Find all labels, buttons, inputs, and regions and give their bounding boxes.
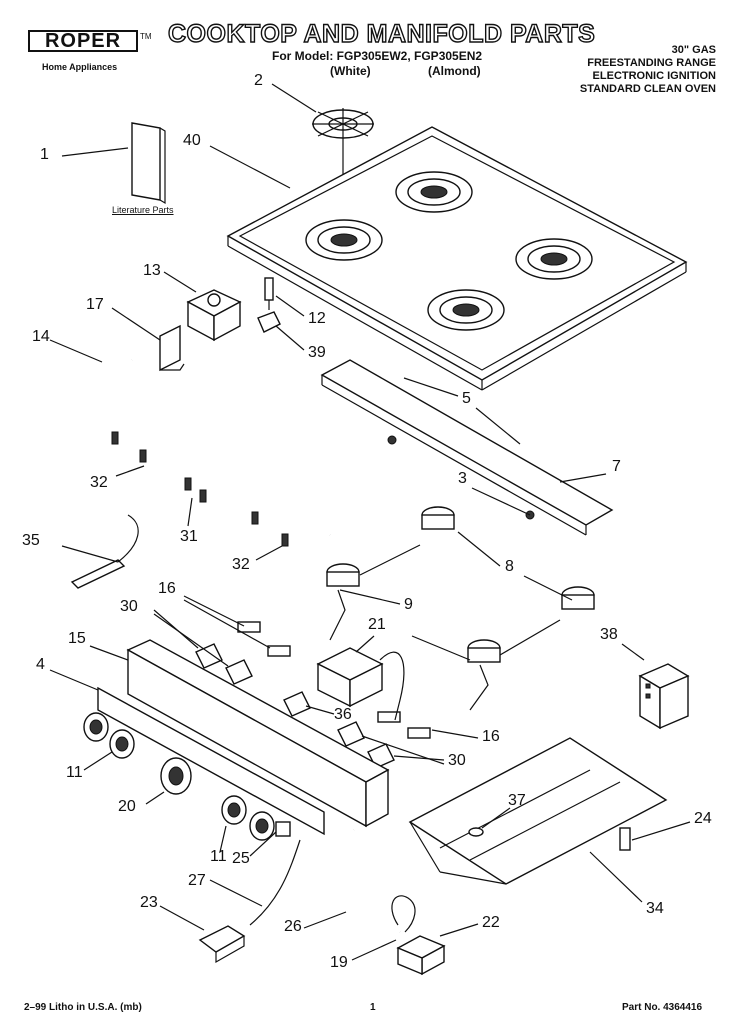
footer-page-number: 1	[370, 1002, 376, 1013]
brand-trademark: TM	[140, 32, 152, 41]
cooktop-part	[226, 126, 688, 391]
footer-part-number: Part No. 4364416	[622, 1002, 703, 1013]
callout-30-right: 30	[448, 752, 466, 769]
brand-name: ROPER	[44, 29, 122, 52]
callout-26: 26	[284, 918, 302, 935]
callout-39: 39	[308, 344, 326, 361]
clip-part	[257, 311, 281, 333]
callout-16-left: 16	[158, 580, 176, 597]
callout-17: 17	[86, 296, 104, 313]
oven-valve-part	[391, 895, 446, 976]
leader-lines	[49, 83, 691, 961]
burner-support-part	[320, 359, 614, 536]
gas-line-part	[345, 829, 401, 934]
spark-module-part	[186, 289, 242, 342]
brand-logo: ROPER	[28, 30, 138, 52]
callout-14: 14	[32, 328, 50, 345]
oven-bottom-part	[408, 737, 668, 885]
callout-20: 20	[118, 798, 136, 815]
callout-36: 36	[334, 706, 352, 723]
thermostat-part	[198, 839, 301, 964]
callout-22: 22	[482, 914, 500, 931]
burner-ring-rear-right	[515, 238, 593, 280]
callout-31: 31	[180, 528, 198, 545]
footer-litho: 2–99 Litho in U.S.A. (mb)	[24, 1002, 142, 1013]
control-panel-part	[97, 639, 390, 836]
spec-line: FREESTANDING RANGE	[587, 57, 716, 69]
burner-ring-rear-left	[395, 171, 473, 213]
callout-19: 19	[330, 954, 348, 971]
callout-7: 7	[612, 458, 621, 475]
callout-11-right: 11	[210, 848, 227, 865]
literature-label: Literature Parts	[112, 205, 174, 215]
oven-control-part	[638, 663, 690, 730]
knob-parts	[83, 712, 275, 841]
callout-2: 2	[254, 72, 263, 89]
brand-subtitle: Home Appliances	[42, 62, 118, 72]
burner-ring-front-left	[305, 219, 383, 261]
callout-25: 25	[232, 850, 250, 867]
gasket-parts	[195, 643, 395, 769]
literature-booklet-part	[131, 122, 166, 205]
callout-9: 9	[404, 596, 413, 613]
callout-5: 5	[462, 390, 471, 407]
callout-35: 35	[22, 532, 40, 549]
callout-15: 15	[68, 630, 86, 647]
regulator-part	[316, 647, 405, 721]
spec-line: ELECTRONIC IGNITION	[592, 70, 716, 82]
callout-37: 37	[508, 792, 526, 809]
spec-line: STANDARD CLEAN OVEN	[579, 83, 716, 95]
callout-1: 1	[40, 146, 49, 163]
variant-white: (White)	[330, 64, 371, 78]
burner-ring-front-right	[427, 289, 505, 331]
spec-line: 30" GAS	[671, 44, 716, 56]
callout-32-upper: 32	[90, 474, 108, 491]
callout-34: 34	[646, 900, 664, 917]
callout-16-right: 16	[482, 728, 500, 745]
callout-12: 12	[308, 310, 326, 327]
callout-23: 23	[140, 894, 158, 911]
callout-4: 4	[36, 656, 45, 673]
callout-3: 3	[458, 470, 467, 487]
electrode-part	[264, 277, 274, 310]
burner-parts	[326, 506, 595, 711]
switch-part	[275, 821, 291, 837]
ignitor-part	[70, 514, 139, 589]
spec-block: 30" GAS FREESTANDING RANGE ELECTRONIC IG…	[580, 44, 716, 96]
valve-parts	[237, 621, 431, 739]
callout-40: 40	[183, 132, 201, 149]
callout-21: 21	[368, 616, 386, 633]
callout-24: 24	[694, 810, 712, 827]
callout-38: 38	[600, 626, 618, 643]
callout-13: 13	[143, 262, 161, 279]
callout-30-left: 30	[120, 598, 138, 615]
callout-8: 8	[505, 558, 514, 575]
bracket-part	[159, 324, 185, 372]
callout-32-lower: 32	[232, 556, 250, 573]
manifold-pipe-part	[73, 357, 332, 537]
page-title: COOKTOP AND MANIFOLD PARTS	[167, 19, 596, 48]
callout-11-left: 11	[66, 764, 83, 781]
model-line: For Model: FGP305EW2, FGP305EN2	[272, 49, 483, 63]
variant-almond: (Almond)	[428, 64, 481, 78]
callout-27: 27	[188, 872, 206, 889]
screw-parts	[111, 431, 289, 547]
